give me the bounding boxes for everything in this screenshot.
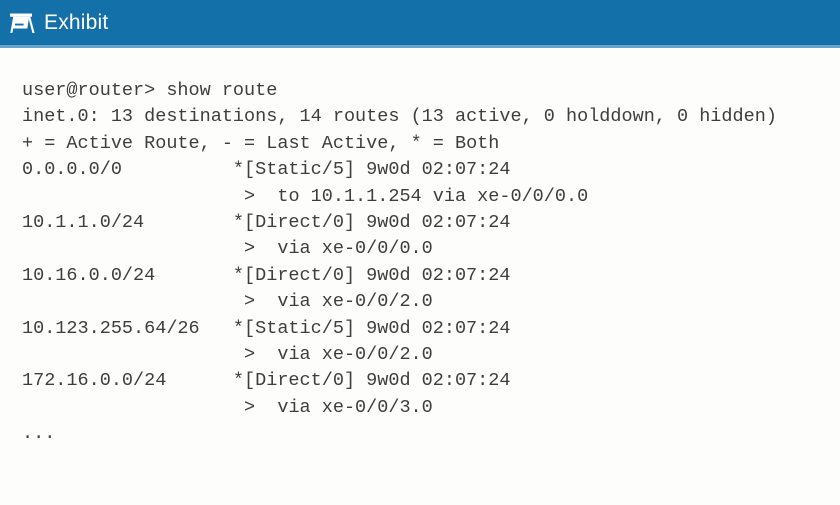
route-entry: *[Direct/0] 9w0d 02:07:24: [232, 212, 511, 234]
route-next-hop-line: > via xe-0/0/2.0: [22, 342, 840, 368]
route-line: 10.1.1.0/24 *[Direct/0] 9w0d 02:07:24: [22, 210, 840, 236]
route-entry: *[Static/5] 9w0d 02:07:24: [232, 317, 511, 339]
terminal-output: user@router> show route inet.0: 13 desti…: [22, 78, 840, 448]
route-entry: *[Direct/0] 9w0d 02:07:24: [232, 264, 511, 286]
route-next-hop-line: > via xe-0/0/3.0: [22, 395, 840, 421]
terminal-ellipsis-line: ...: [22, 423, 56, 445]
route-next-hop-line: > to 10.1.1.254 via xe-0/0/0.0: [22, 184, 840, 210]
route-next-hop: > via xe-0/0/2.0: [244, 291, 433, 313]
route-prefix: 10.1.1.0/24: [22, 212, 145, 234]
route-prefix: 172.16.0.0/24: [22, 370, 167, 392]
exhibit-content: user@router> show route inet.0: 13 desti…: [0, 48, 840, 448]
route-prefix: 0.0.0.0/0: [22, 159, 122, 181]
easel-icon: [9, 9, 37, 37]
route-next-hop-line: > via xe-0/0/0.0: [22, 236, 840, 262]
route-line: 0.0.0.0/0 *[Static/5] 9w0d 02:07:24: [22, 157, 840, 183]
route-next-hop-line: > via xe-0/0/2.0: [22, 289, 840, 315]
route-next-hop: > to 10.1.1.254 via xe-0/0/0.0: [244, 185, 589, 207]
route-line: 10.16.0.0/24 *[Direct/0] 9w0d 02:07:24: [22, 263, 840, 289]
route-next-hop: > via xe-0/0/2.0: [244, 344, 433, 366]
terminal-legend-line: + = Active Route, - = Last Active, * = B…: [22, 132, 500, 154]
header-accent-strip: [0, 45, 840, 48]
route-line: 10.123.255.64/26 *[Static/5] 9w0d 02:07:2…: [22, 316, 840, 342]
terminal-command-line: user@router> show route: [22, 80, 278, 101]
route-table: 0.0.0.0/0 *[Static/5] 9w0d 02:07:24 > to 1…: [22, 157, 840, 421]
route-next-hop: > via xe-0/0/0.0: [244, 238, 433, 260]
route-prefix: 10.16.0.0/24: [22, 264, 156, 286]
exhibit-header: Exhibit: [0, 0, 840, 45]
route-prefix: 10.123.255.64/26: [22, 317, 200, 339]
terminal-summary-line: inet.0: 13 destinations, 14 routes (13 a…: [22, 106, 777, 128]
exhibit-title: Exhibit: [44, 10, 109, 34]
route-entry: *[Static/5] 9w0d 02:07:24: [232, 159, 511, 181]
route-entry: *[Direct/0] 9w0d 02:07:24: [232, 370, 511, 392]
route-line: 172.16.0.0/24 *[Direct/0] 9w0d 02:07:24: [22, 368, 840, 394]
route-next-hop: > via xe-0/0/3.0: [244, 396, 433, 418]
